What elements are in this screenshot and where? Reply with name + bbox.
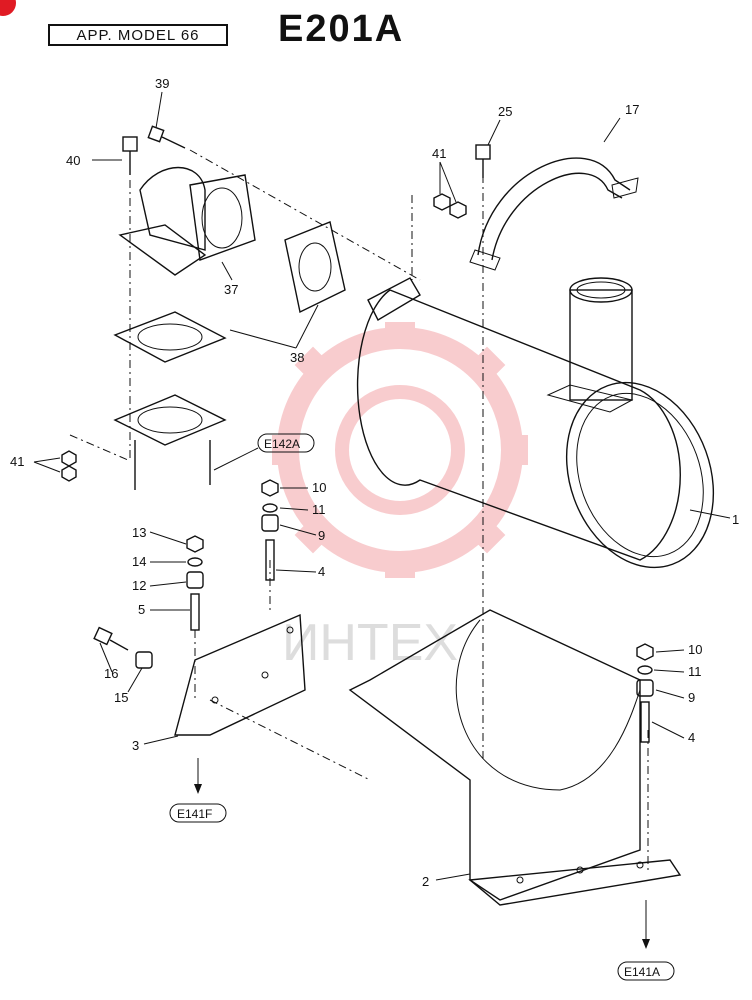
part-label-41-left: 41 [10,454,24,469]
model-label: APP. MODEL 66 [48,24,228,46]
part-label-10-right: 10 [688,642,702,657]
part-label-16: 16 [104,666,118,681]
right-fasteners [636,643,654,743]
part-label-10-center: 10 [312,480,326,495]
leader-lines [33,91,731,881]
left-fasteners [186,535,204,631]
part-label-9-right: 9 [688,690,695,705]
part-label-39: 39 [155,76,169,91]
center-fasteners [261,479,279,581]
chain-line [69,434,129,461]
part-label-13: 13 [132,525,146,540]
watermark-text: ИНТЕХ [282,614,458,672]
corner-mark [0,0,16,16]
bolt-25 [475,144,491,178]
part-label-4-center: 4 [318,564,325,579]
part-label-5: 5 [138,602,145,617]
part-label-4-right: 4 [688,730,695,745]
part-label-2: 2 [422,874,429,889]
diagram-code: E201A [278,8,405,50]
gasket-38-right [284,221,346,314]
support-bracket-2 [348,609,682,906]
ref-tag-e142a: E142A [213,433,315,471]
collar-15 [135,651,153,669]
ref-e141f: E141F [177,807,212,821]
bracket-3 [174,613,306,736]
ref-e141a: E141A [624,965,660,979]
part-label-38: 38 [290,350,304,365]
part-label-25: 25 [498,104,512,119]
bolt-39 [147,125,186,149]
ref-tag-e141a: E141A [617,961,675,981]
part-label-14: 14 [132,554,146,569]
part-label-12: 12 [132,578,146,593]
nuts-41-left [61,450,77,482]
arrow-e141f [194,758,202,794]
pipe-flange [113,394,227,490]
part-label-1: 1 [732,512,739,527]
part-label-41-upper: 41 [432,146,446,161]
part-label-11-right: 11 [688,664,702,679]
watermark-gear [272,322,528,578]
arrow-e141a [642,900,650,949]
chain-line [189,149,421,281]
part-label-40: 40 [66,153,80,168]
part-label-11-center: 11 [312,502,326,517]
chain-line [209,699,371,781]
part-label-17: 17 [625,102,639,117]
part-label-37: 37 [224,282,238,297]
ref-tag-e141f: E141F [169,803,227,823]
muffler [356,277,715,569]
gasket-38-left [113,311,227,363]
part-label-3: 3 [132,738,139,753]
part-label-9-center: 9 [318,528,325,543]
nuts-41-upper [433,193,467,219]
bolt-16 [93,626,129,651]
band-clamp [469,157,639,271]
ref-e142a: E142A [264,437,300,451]
elbow-37 [118,166,256,276]
part-label-15: 15 [114,690,128,705]
bolt-40 [122,136,138,175]
